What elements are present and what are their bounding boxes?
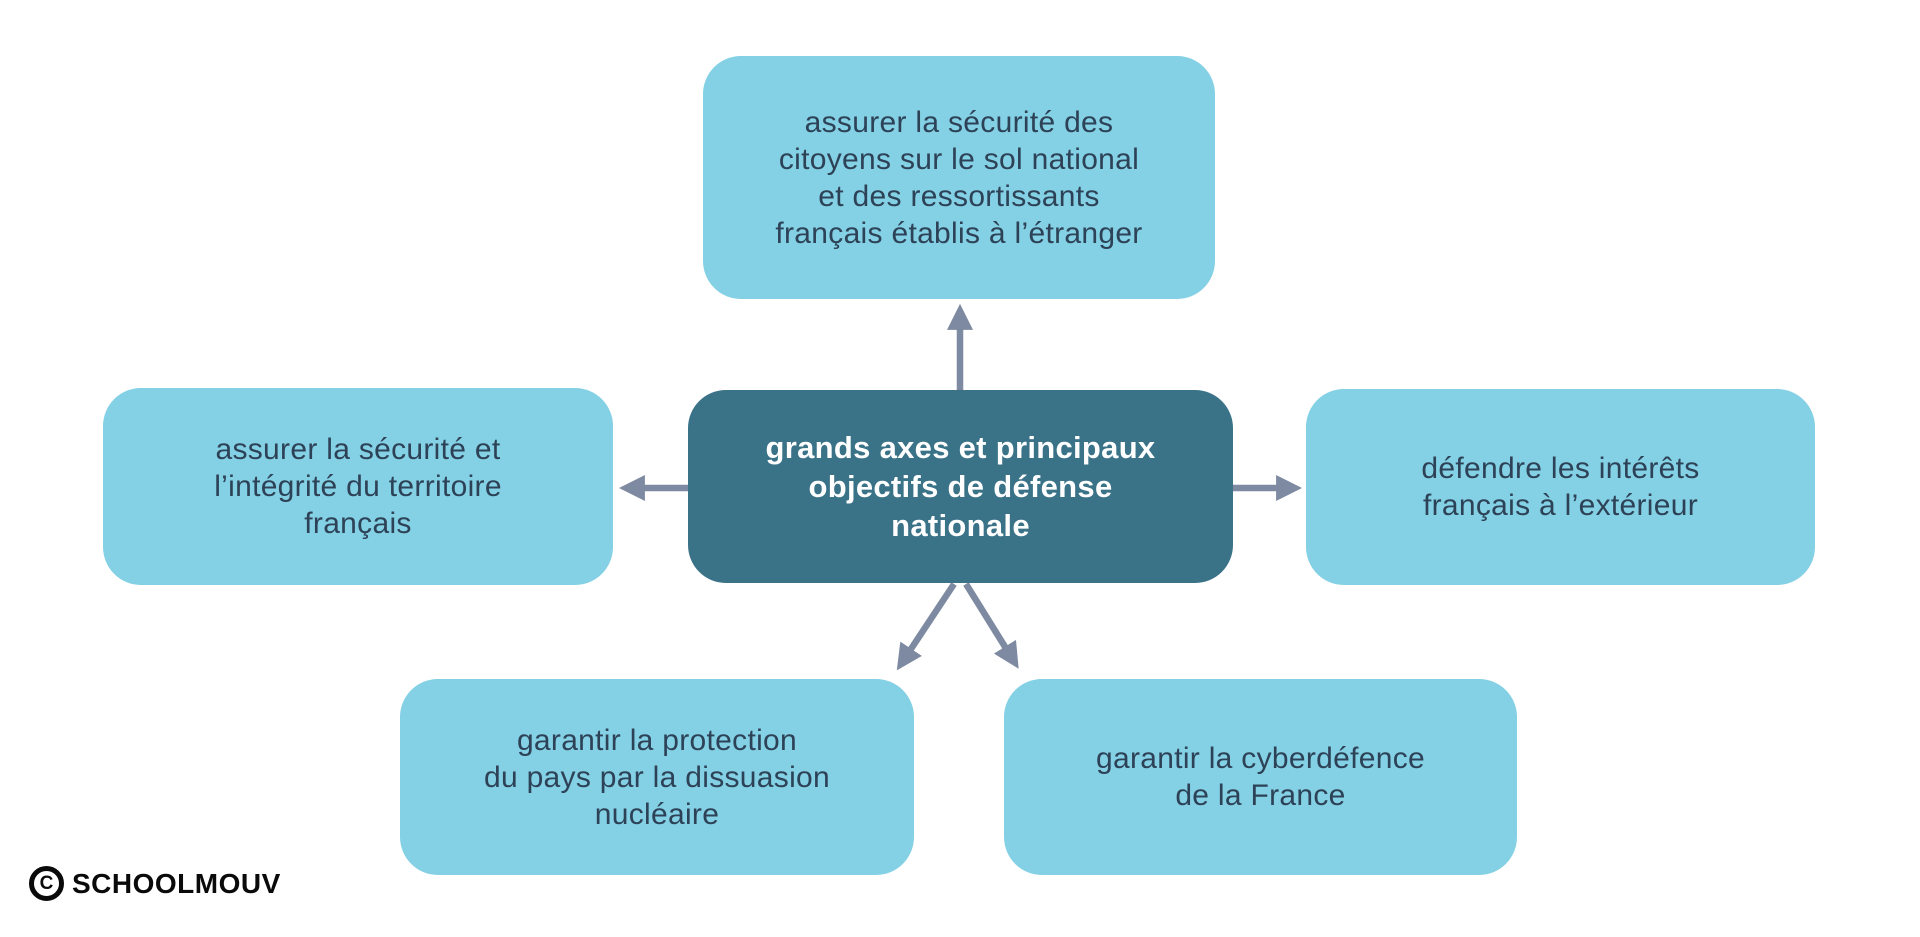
node-left: assurer la sécurité et l’intégrité du te…	[103, 388, 613, 585]
node-bottom-right: garantir la cyberdéfence de la France	[1004, 679, 1517, 875]
node-right-label: défendre les intérêts français à l’extér…	[1421, 452, 1700, 522]
node-bottom-left: garantir la protection du pays par la di…	[400, 679, 914, 875]
copyright-letter: C	[39, 873, 54, 894]
node-right: défendre les intérêts français à l’extér…	[1306, 389, 1815, 585]
center-node-label: grands axes et principaux objectifs de d…	[765, 430, 1156, 543]
arrow-down-right-icon	[963, 582, 1019, 669]
node-bottom-left-label: garantir la protection du pays par la di…	[483, 723, 831, 831]
node-bottom-right-label: garantir la cyberdéfence de la France	[1095, 742, 1426, 812]
node-top-label: assurer la sécurité des citoyens sur le …	[775, 105, 1143, 250]
center-node: grands axes et principaux objectifs de d…	[688, 390, 1233, 583]
node-left-label: assurer la sécurité et l’intégrité du te…	[214, 433, 502, 540]
brand-name: SCHOOLMOUV	[72, 867, 281, 899]
node-top: assurer la sécurité des citoyens sur le …	[703, 56, 1215, 299]
copyright-icon: C	[29, 866, 64, 901]
schoolmouv-logo: C SCHOOLMOUV	[29, 866, 281, 901]
arrow-down-left-icon	[896, 582, 957, 671]
